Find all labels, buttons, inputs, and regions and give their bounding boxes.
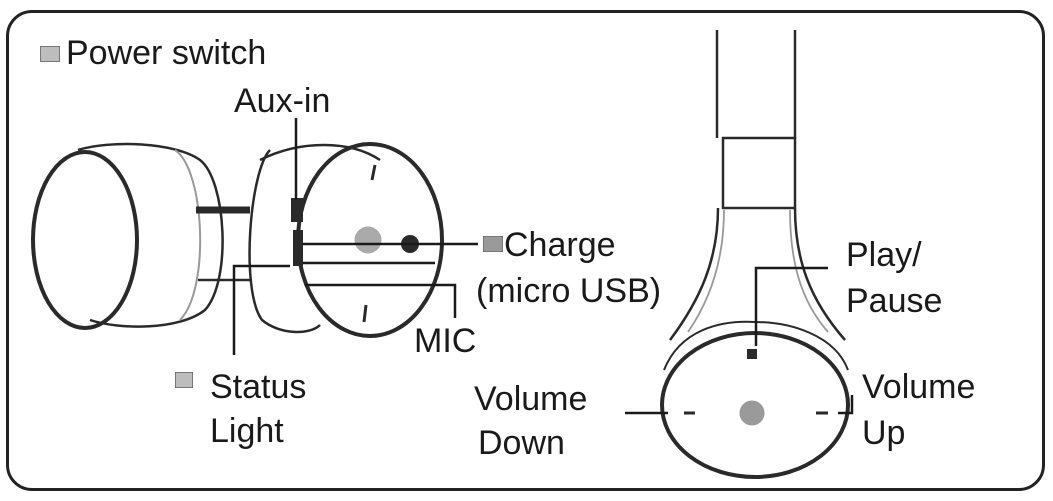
label-volume-down: Volume — [474, 380, 588, 418]
status-light-icon — [175, 372, 193, 388]
headband — [668, 30, 846, 341]
label-volume-up: Volume — [862, 368, 976, 406]
label-light: Light — [210, 412, 284, 450]
label-charge: Charge — [504, 226, 616, 264]
label-pause: Pause — [846, 282, 943, 320]
leader-lines-left — [232, 118, 478, 355]
right-earcup-ports — [291, 198, 419, 266]
label-down: Down — [478, 424, 565, 462]
headband-link — [196, 206, 252, 282]
power-switch-icon — [40, 46, 60, 62]
left-earcup — [31, 142, 224, 330]
label-up: Up — [862, 414, 906, 452]
label-aux-in: Aux-in — [234, 82, 331, 120]
charge-icon — [483, 236, 503, 252]
label-charge-micro-usb: (micro USB) — [476, 272, 662, 310]
diagram-frame — [6, 10, 1045, 491]
label-play: Play/ — [846, 236, 922, 274]
label-mic: MIC — [414, 322, 477, 360]
label-status: Status — [210, 368, 307, 406]
leader-lines-right — [625, 266, 854, 415]
front-earcup — [660, 320, 850, 479]
label-power-switch: Power switch — [66, 34, 267, 72]
